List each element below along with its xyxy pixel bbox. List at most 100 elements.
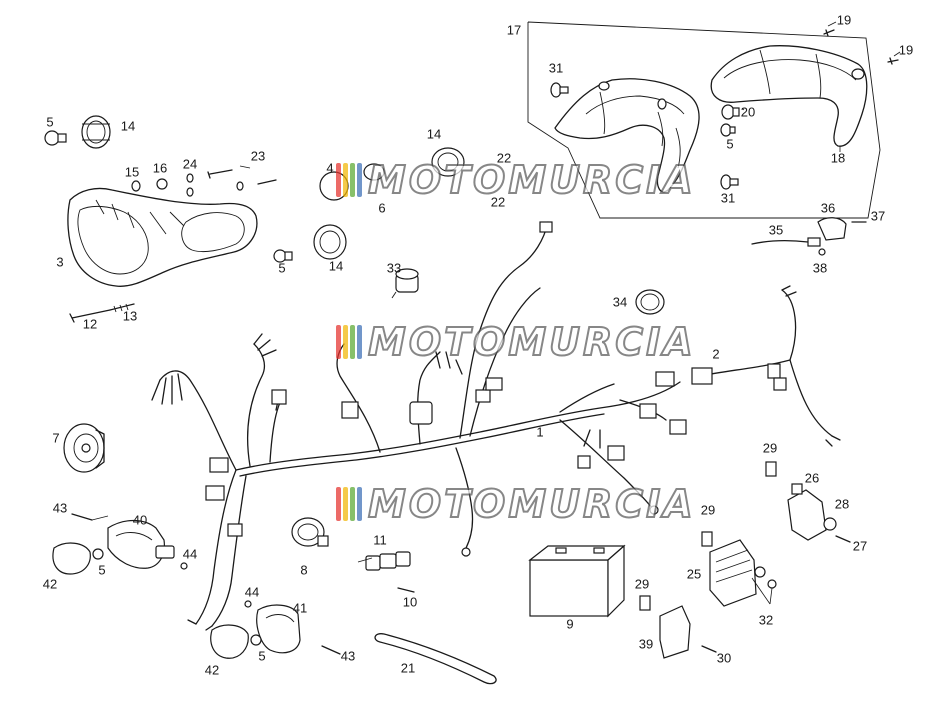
headlight-bulb-bottom [273, 249, 293, 263]
callout-20: 20 [740, 104, 756, 120]
rubber-boot-top-middle [431, 147, 465, 177]
callout-42-right: 42 [204, 662, 220, 678]
callout-5-signal-right: 5 [258, 648, 266, 664]
rubber-boot-middle [313, 224, 347, 260]
callout-23: 23 [250, 148, 266, 164]
signal-bulb-left [92, 548, 104, 560]
watermark-text: MOTOMURCIA [367, 158, 696, 202]
tail-bulb-bottom [720, 174, 739, 190]
screw-19-right [887, 57, 899, 65]
callout-31-top: 31 [548, 60, 564, 76]
callout-27: 27 [852, 538, 868, 554]
harness-branch-ignition [417, 351, 441, 445]
callout-14-middle: 14 [328, 258, 344, 274]
relay-39 [659, 605, 691, 659]
watermark-text: MOTOMURCIA [367, 482, 696, 526]
callout-24: 24 [182, 156, 198, 172]
callout-9: 9 [566, 616, 574, 632]
regulator [709, 539, 757, 607]
harness-leads-right [583, 429, 601, 449]
harness-branch-left-up [159, 370, 237, 471]
instrument-parts [319, 163, 419, 299]
callout-41: 41 [292, 600, 308, 616]
harness-branch-lower-mid [455, 447, 474, 549]
callout-22-bottom: 22 [490, 194, 506, 210]
callout-3: 3 [56, 254, 64, 270]
headlight-bulb-left [44, 130, 67, 146]
headlight-housing [67, 187, 258, 287]
callout-19-top: 19 [836, 12, 852, 28]
screw-43a [71, 513, 93, 521]
harness-branch-lower-left [195, 469, 237, 625]
screw-43b [321, 645, 341, 655]
watermark-middle: MOTOMURCIA [336, 322, 696, 362]
callout-37: 37 [870, 208, 886, 224]
grommet-28 [823, 517, 837, 531]
connector-4 [363, 163, 385, 181]
harness-connector-g [485, 377, 503, 391]
harness-connector-a [209, 457, 229, 473]
harness-connector-j [669, 419, 687, 435]
clamp-8 [291, 517, 329, 547]
harness-trunk-2 [239, 413, 605, 477]
washer-23 [236, 181, 244, 191]
tail-group-frame [527, 21, 881, 219]
callout-36: 36 [820, 200, 836, 216]
watermark-text: MOTOMURCIA [367, 320, 696, 364]
harness-connector-n [227, 523, 243, 537]
harness-branch-ground [559, 419, 653, 509]
callout-32: 32 [758, 612, 774, 628]
signal-bulb-right [250, 634, 262, 646]
callout-5-headlight: 5 [46, 114, 54, 130]
nut-16 [156, 178, 168, 190]
callout-33: 33 [386, 260, 402, 276]
tail-bulb-clip-2 [657, 98, 667, 110]
harness-branch-top [459, 221, 549, 439]
callout-40: 40 [132, 512, 148, 528]
spring-13-coils [113, 303, 129, 313]
tail-light-group [527, 21, 899, 219]
tail-bulb-top [550, 82, 569, 98]
lens-mount-tab [851, 68, 865, 80]
harness-connector-k [607, 445, 625, 461]
stop-bulb [721, 104, 740, 120]
screw-10 [397, 587, 415, 593]
callout-44-right: 44 [244, 584, 260, 600]
callout-28: 28 [834, 496, 850, 512]
callout-22-top: 22 [496, 150, 512, 166]
callout-29-top: 29 [762, 440, 778, 456]
watermark-logo [336, 325, 362, 359]
callout-21: 21 [400, 660, 416, 676]
callout-25: 25 [686, 566, 702, 582]
callout-15: 15 [124, 164, 140, 180]
washer-24b [186, 187, 194, 197]
belt-21 [374, 633, 497, 685]
harness-leads-top-left [253, 333, 277, 357]
ground-terminal [649, 505, 659, 515]
callout-14-top-left: 14 [120, 118, 136, 134]
nut-44a [180, 562, 188, 570]
harness-connector-i [639, 403, 657, 419]
callout-29-middle: 29 [700, 502, 716, 518]
watermark-logo [336, 487, 362, 521]
callout-5-signal-left: 5 [98, 562, 106, 578]
tail-light-housing-left-inner [585, 91, 685, 169]
small-bulb [720, 123, 736, 137]
nut-15 [131, 180, 141, 192]
callout-5-tail: 5 [726, 136, 734, 152]
screw-19-top [823, 29, 835, 37]
watermark-logo [336, 163, 362, 197]
tail-leaders [741, 21, 901, 152]
callout-29-bottom: 29 [634, 576, 650, 592]
harness-connector-f [475, 389, 491, 403]
harness-branch-top-2 [469, 287, 541, 437]
watermark-bottom: MOTOMURCIA [336, 484, 696, 524]
callout-18: 18 [830, 150, 846, 166]
harness-leads-left [151, 373, 183, 405]
callout-5-bulb: 5 [278, 260, 286, 276]
harness-connector-l [577, 455, 591, 469]
harness-leads-bottom [187, 619, 213, 631]
sensor-group [751, 217, 867, 256]
